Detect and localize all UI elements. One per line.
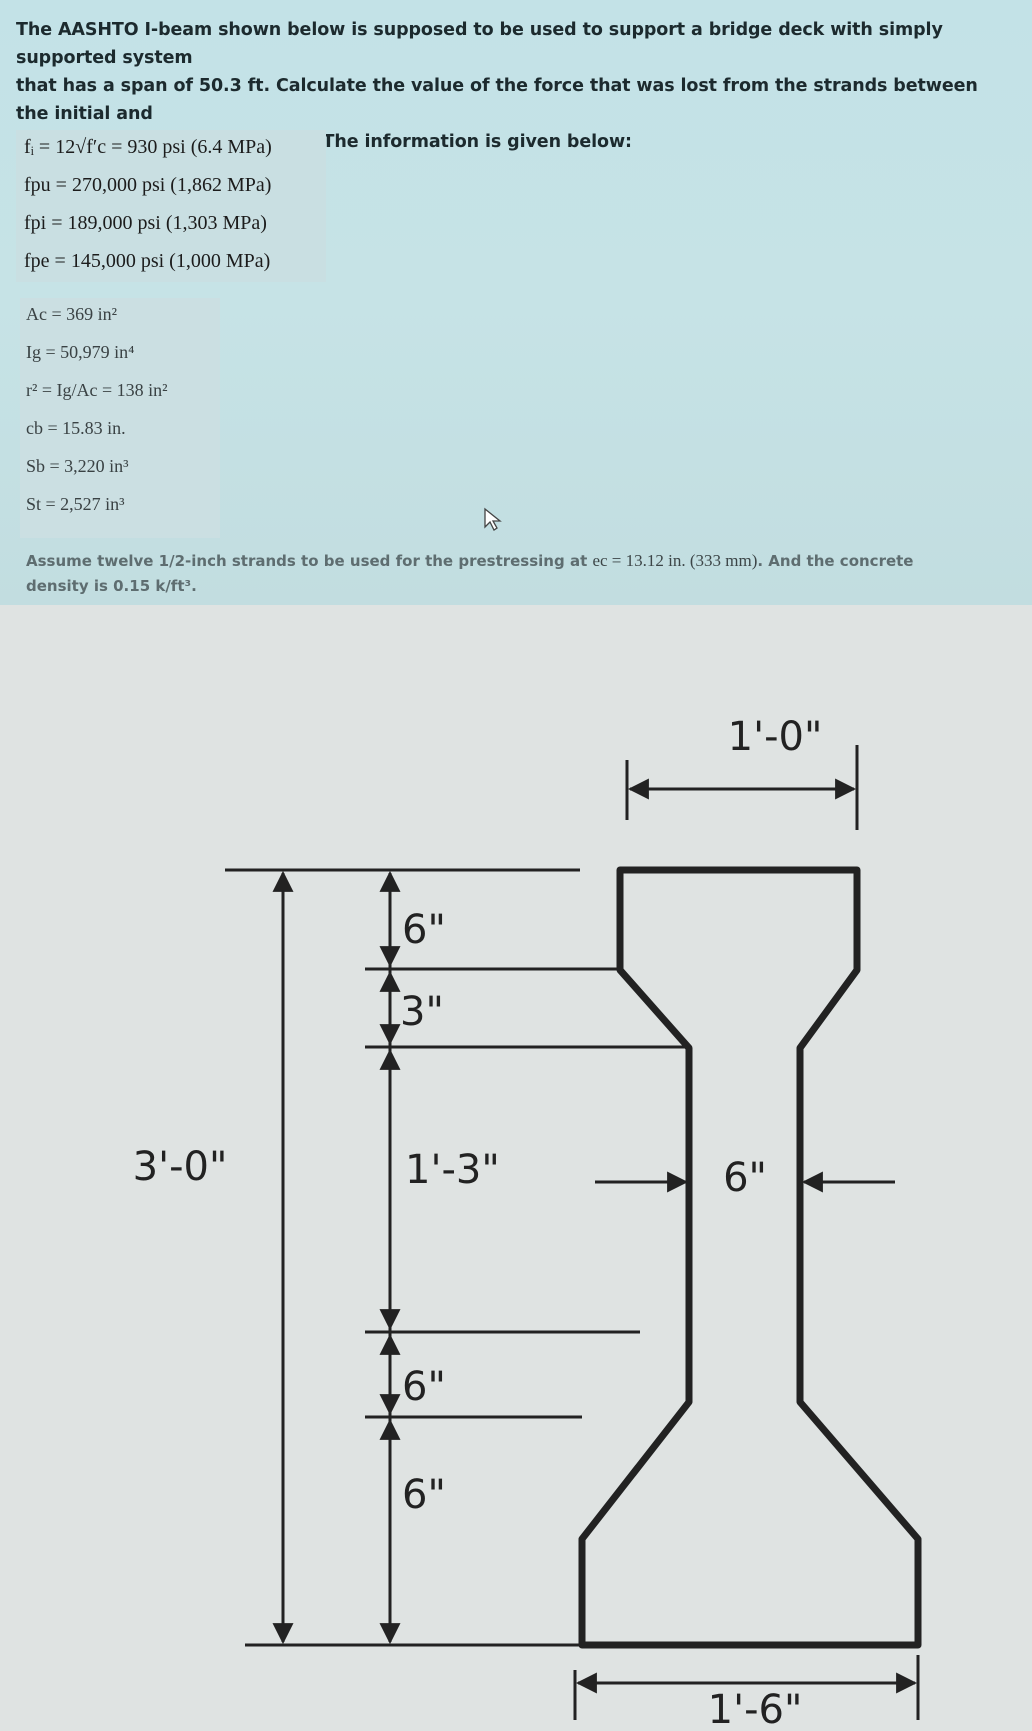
sb-value: Sb = 3,220 in³: [26, 456, 129, 476]
question-text: The AASHTO I-beam shown below is suppose…: [16, 16, 1006, 156]
fpu-value: fpu = 270,000 psi (1,862 MPa): [24, 174, 272, 196]
question-line-2: that has a span of 50.3 ft. Calculate th…: [16, 76, 978, 124]
bottom-width-label: 1'-6": [708, 1687, 803, 1731]
total-height-label: 3'-0": [133, 1144, 228, 1190]
diagram-panel: 1'-0" 3'-0" 6" 3" 1'-3" 6" 6" 6" 1'-6": [0, 605, 1032, 1731]
assumption-part-2: . And the concrete: [757, 552, 914, 570]
top-width-label: 1'-0": [728, 714, 823, 760]
web-height-label: 1'-3": [405, 1147, 500, 1193]
web-width-label: 6": [723, 1155, 767, 1201]
fi-value: fᵢ = 12√f′c = 930 psi (6.4 MPa): [24, 136, 272, 158]
top-haunch-depth-label: 3": [400, 989, 444, 1035]
question-panel: The AASHTO I-beam shown below is suppose…: [0, 0, 1032, 605]
bottom-flange-depth-label: 6": [402, 1472, 446, 1518]
fpi-value: fpi = 189,000 psi (1,303 MPa): [24, 212, 267, 234]
i-beam-diagram: 1'-0" 3'-0" 6" 3" 1'-3" 6" 6" 6" 1'-6": [133, 714, 922, 1731]
assumption-line-2: density is 0.15 k/ft³.: [26, 577, 197, 595]
cb-value: cb = 15.83 in.: [26, 418, 126, 438]
st-value: St = 2,527 in³: [26, 494, 125, 514]
bottom-haunch-depth-label: 6": [402, 1364, 446, 1410]
mouse-pointer-icon: [484, 507, 502, 531]
section-properties-box: Ac = 369 in² Ig = 50,979 in⁴ r² = Ig/Ac …: [20, 298, 220, 538]
question-line-1: The AASHTO I-beam shown below is suppose…: [16, 20, 943, 68]
stress-values-box: fᵢ = 12√f′c = 930 psi (6.4 MPa) fpu = 27…: [16, 130, 326, 282]
i-beam-outline: [578, 866, 922, 1649]
top-flange-depth-label: 6": [402, 907, 446, 953]
eccentricity-value: ec = 13.12 in. (333 mm): [592, 551, 758, 570]
r2-value: r² = Ig/Ac = 138 in²: [26, 380, 168, 400]
fpe-value: fpe = 145,000 psi (1,000 MPa): [24, 250, 271, 272]
assumption-text: Assume twelve 1/2-inch strands to be use…: [26, 548, 986, 599]
assumption-part-1: Assume twelve 1/2-inch strands to be use…: [26, 552, 593, 570]
ac-value: Ac = 369 in²: [26, 304, 118, 324]
ig-value: Ig = 50,979 in⁴: [26, 342, 135, 362]
